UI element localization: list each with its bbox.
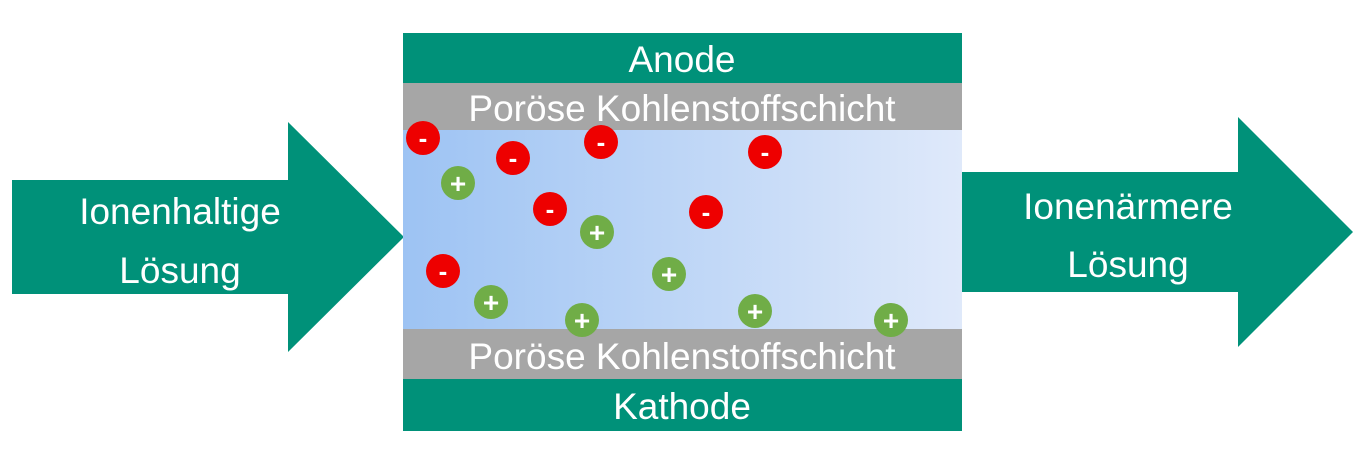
cation: + <box>474 285 508 319</box>
right-arrow-label-line1: Ionenärmere <box>1023 186 1233 227</box>
cathode-band <box>403 379 962 431</box>
bottom-carbon-layer <box>403 329 962 379</box>
anion: - <box>748 135 782 169</box>
cathode-label: Kathode <box>613 386 751 427</box>
anion: - <box>584 125 618 159</box>
anion-sign: - <box>439 256 448 286</box>
anode-label: Anode <box>629 39 736 80</box>
anion: - <box>406 121 440 155</box>
cation: + <box>441 166 475 200</box>
left-arrow-label-line2: Lösung <box>119 250 240 291</box>
cation-sign: + <box>483 287 499 318</box>
cation: + <box>738 294 772 328</box>
cation: + <box>565 303 599 337</box>
right-arrow-shape <box>962 117 1353 347</box>
anion-sign: - <box>761 137 770 167</box>
top-carbon-layer-label: Poröse Kohlenstoffschicht <box>468 88 896 129</box>
anion-sign: - <box>509 143 518 173</box>
anion: - <box>533 192 567 226</box>
cation: + <box>652 257 686 291</box>
cation-sign: + <box>883 305 899 336</box>
cation-sign: + <box>747 296 763 327</box>
right-arrow-label-line2: Lösung <box>1067 244 1188 285</box>
cation: + <box>580 215 614 249</box>
bottom-carbon-layer-label: Poröse Kohlenstoffschicht <box>468 336 896 377</box>
cation-sign: + <box>589 217 605 248</box>
left-arrow-label-line1: Ionenhaltige <box>79 191 281 232</box>
anion: - <box>689 195 723 229</box>
left-arrow-shape <box>12 122 404 352</box>
anode-band <box>403 33 962 83</box>
anion-sign: - <box>546 194 555 224</box>
anion: - <box>496 141 530 175</box>
anion-sign: - <box>702 197 711 227</box>
top-carbon-layer <box>403 83 962 130</box>
cation: + <box>874 303 908 337</box>
anion: - <box>426 254 460 288</box>
cation-sign: + <box>661 259 677 290</box>
cation-sign: + <box>574 305 590 336</box>
anion-sign: - <box>419 123 428 153</box>
anion-sign: - <box>597 127 606 157</box>
cation-sign: + <box>450 168 466 199</box>
